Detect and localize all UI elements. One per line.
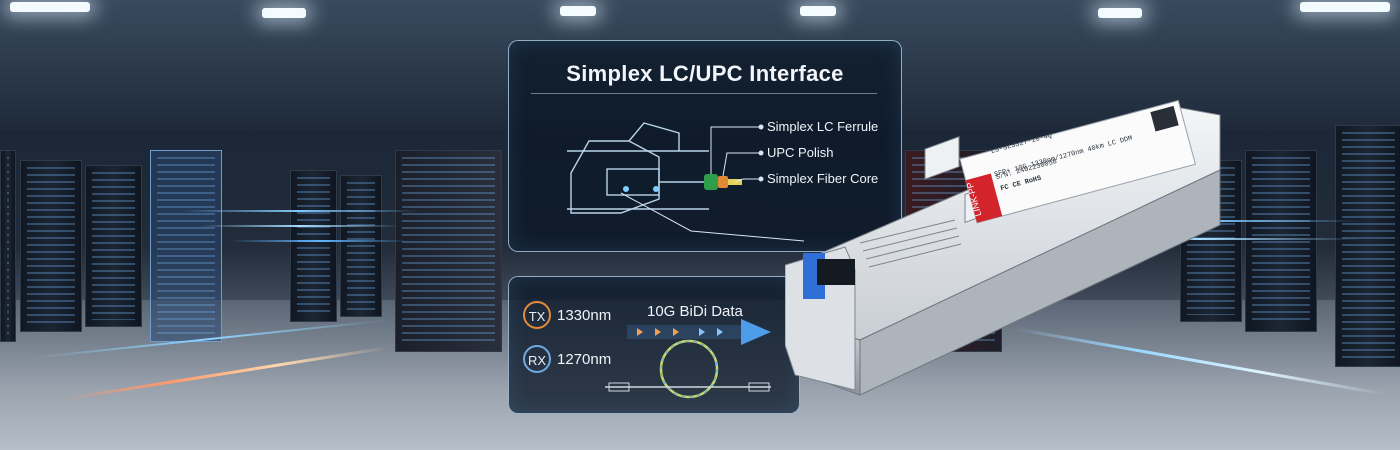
callout-fiber-core: Simplex Fiber Core <box>767 171 879 186</box>
qr-code <box>1150 105 1179 132</box>
rx-tag: RX <box>523 345 551 373</box>
callout-leader <box>722 152 761 177</box>
ceiling-light <box>560 6 596 16</box>
bidi-diagram <box>605 319 771 399</box>
server-rack <box>20 160 82 332</box>
server-rack <box>1245 150 1317 332</box>
vent-lines <box>859 219 962 268</box>
tx-chevrons <box>637 328 679 336</box>
ceiling-light <box>1098 8 1142 18</box>
light-stream <box>180 210 420 212</box>
lc-ferrule-shape <box>704 174 718 190</box>
top-clip <box>924 135 960 180</box>
title-divider <box>531 93 877 94</box>
hologram-display <box>150 150 222 342</box>
light-stream <box>200 225 400 227</box>
server-rack <box>395 150 502 352</box>
lc-port <box>817 259 855 285</box>
connector-diagram <box>567 122 805 242</box>
server-rack <box>0 150 16 342</box>
callout-lc-ferrule: Simplex LC Ferrule <box>767 119 879 134</box>
callout-upc-polish: UPC Polish <box>767 145 834 160</box>
tx-tag: TX <box>523 301 551 329</box>
connector-outline <box>567 150 709 210</box>
rx-chevrons <box>699 328 723 336</box>
connector-latch <box>628 122 680 151</box>
fiber-dot <box>653 186 659 192</box>
callout-dot <box>758 150 764 156</box>
callout-dot <box>758 176 764 182</box>
fiber-loop-inner <box>660 340 718 398</box>
ceiling-light <box>1300 2 1390 12</box>
bidi-panel: TX 1330nm RX 1270nm 10G BiDi Data <box>508 276 800 414</box>
data-flow-arrowhead <box>741 319 771 345</box>
callout-leader <box>734 178 761 183</box>
server-rack <box>290 170 337 322</box>
brand-block <box>965 173 1003 223</box>
tx-wavelength: 1330nm <box>557 307 612 324</box>
module-side <box>859 169 1221 396</box>
callout-leader <box>710 126 761 174</box>
callout-leader <box>620 192 805 242</box>
ceiling-light <box>10 2 90 12</box>
light-stream <box>1040 238 1360 240</box>
interface-panel: Simplex LC/UPC Interface <box>508 40 902 252</box>
server-rack <box>340 175 382 317</box>
fiber-dot <box>623 186 629 192</box>
panel-title: Simplex LC/UPC Interface <box>566 61 844 86</box>
light-stream <box>230 240 410 242</box>
ferrule-body <box>606 168 660 196</box>
rx-wavelength: 1270nm <box>557 351 612 368</box>
bidi-label: 10G BiDi Data <box>647 303 743 320</box>
ceiling-light <box>262 8 306 18</box>
callout-dot <box>758 124 764 130</box>
connector-housing <box>570 140 660 214</box>
server-rack <box>1335 125 1400 367</box>
ceiling-light <box>800 6 836 16</box>
upc-polish-shape <box>718 176 728 188</box>
patch-connector <box>608 382 630 392</box>
sfp-transceiver: LINK-PP <box>785 99 1221 396</box>
server-rack <box>85 165 142 327</box>
patch-connector <box>748 382 770 392</box>
